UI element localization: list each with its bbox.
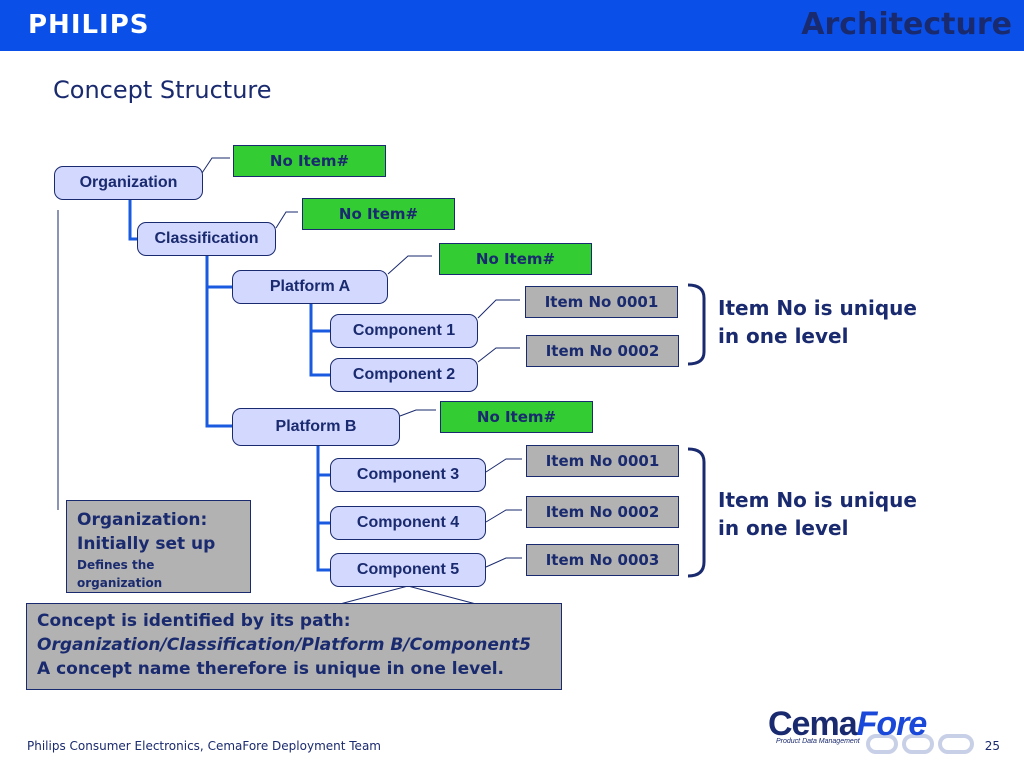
node-component-2: Component 2 (330, 358, 478, 392)
bracket-group-b (687, 447, 706, 578)
organization-info-box: Organization: Initially set up Defines t… (66, 500, 251, 593)
note-group-a-line-2: in one level (718, 324, 849, 348)
tag-component-4-item: Item No 0002 (526, 496, 679, 528)
note-group-b: Item No is unique in one level (718, 486, 917, 542)
cemafore-logo-swirls (866, 734, 974, 754)
cemafore-wordmark: CemaFore (768, 705, 928, 743)
leader-component-3 (485, 458, 522, 473)
leader-component-5 (485, 557, 522, 568)
leader-component-1 (477, 299, 520, 319)
slide-subtitle: Concept Structure (53, 76, 272, 104)
tag-component-1-item: Item No 0001 (525, 286, 678, 318)
org-box-heading: Organization: (77, 510, 208, 530)
node-component-5: Component 5 (330, 553, 486, 587)
philips-logo: PHILIPS (28, 10, 150, 40)
concept-callout-pointer (339, 585, 477, 605)
cemafore-logo: CemaFore Product Data Management (768, 706, 978, 754)
node-component-4: Component 4 (330, 506, 486, 540)
org-box-description: Defines the organization (77, 558, 163, 590)
node-component-1: Component 1 (330, 314, 478, 348)
note-group-b-line-1: Item No is unique (718, 488, 917, 512)
connector-platform-b-components (316, 446, 330, 572)
cemafore-tagline: Product Data Management (776, 738, 860, 745)
header-bar: PHILIPS Architecture (0, 0, 1024, 51)
leader-classification (275, 211, 298, 229)
tag-classification-no-item: No Item# (302, 198, 455, 230)
tag-component-5-item: Item No 0003 (526, 544, 679, 576)
connector-classification-platforms (205, 255, 232, 428)
cemafore-wordmark-cema: Cema (768, 705, 858, 743)
concept-info-box: Concept is identified by its path: Organ… (26, 603, 562, 690)
tag-component-2-item: Item No 0002 (526, 335, 679, 367)
cemafore-wordmark-fore: Fore (856, 705, 928, 743)
slide-title: Architecture (801, 7, 1012, 42)
concept-box-path: Organization/Classification/Platform B/C… (37, 635, 531, 655)
connector-org-classification (128, 199, 137, 241)
footer-text: Philips Consumer Electronics, CemaFore D… (27, 739, 381, 753)
leader-organization (201, 157, 230, 174)
tag-platform-b-no-item: No Item# (440, 401, 593, 433)
note-group-a-line-1: Item No is unique (718, 296, 917, 320)
tag-organization-no-item: No Item# (233, 145, 386, 177)
page-number: 25 (984, 739, 1000, 753)
tag-platform-a-no-item: No Item# (439, 243, 592, 275)
note-group-b-line-2: in one level (718, 516, 849, 540)
org-box-setup: Initially set up (77, 534, 216, 554)
leader-platform-b (399, 409, 436, 417)
concept-box-line-1: Concept is identified by its path: (37, 611, 351, 631)
leader-component-4 (485, 509, 522, 523)
node-classification: Classification (137, 222, 276, 256)
concept-box-line-3: A concept name therefore is unique in on… (37, 659, 505, 679)
node-component-3: Component 3 (330, 458, 486, 492)
bracket-group-a (687, 283, 706, 366)
leader-component-2 (477, 347, 520, 363)
note-group-a: Item No is unique in one level (718, 294, 917, 350)
node-platform-a: Platform A (232, 270, 388, 304)
node-platform-b: Platform B (232, 408, 400, 446)
tag-component-3-item: Item No 0001 (526, 445, 679, 477)
connector-platform-a-components (309, 303, 330, 377)
node-organization: Organization (54, 166, 203, 200)
leader-platform-a (387, 255, 432, 275)
